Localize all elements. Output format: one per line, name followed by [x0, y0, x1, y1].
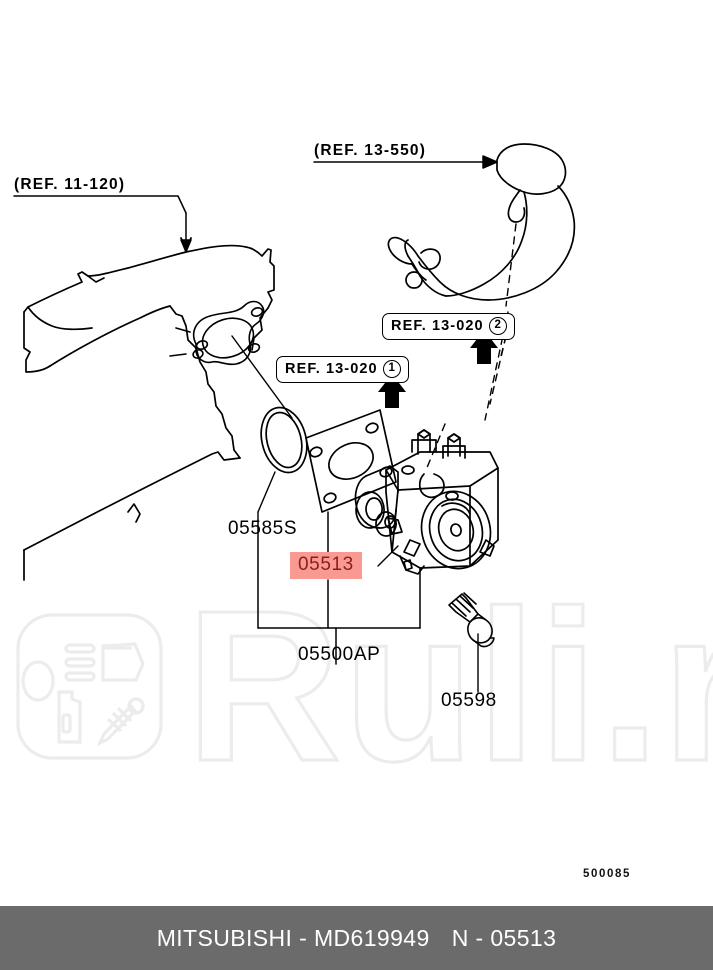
- o-ring-part: [260, 406, 308, 474]
- leader-flange-to-oring: [231, 335, 293, 419]
- footer-text: MITSUBISHI - MD619949 N - 05513: [157, 925, 557, 952]
- drawing-code: 500085: [583, 868, 631, 880]
- footer-group-code: N - 05513: [451, 924, 557, 951]
- leader-o-ring: [257, 471, 276, 521]
- ref-box-2-text: REF. 13-020: [391, 318, 484, 334]
- ref-label-11-120: (REF. 11-120): [14, 176, 126, 193]
- flange-bolt: [448, 592, 495, 648]
- leader-05513: [377, 545, 399, 567]
- leader-ref-11-120: [13, 195, 192, 253]
- part-label-05585s[interactable]: 05585S: [228, 518, 298, 539]
- part-label-05500ap[interactable]: 05500AP: [298, 644, 381, 665]
- footer-brand-part: MITSUBISHI - MD619949: [156, 924, 430, 951]
- svg-text:Ruli.ru: Ruli.ru: [186, 565, 713, 806]
- ref-arrow-13-020-1: [378, 374, 406, 408]
- water-hose-assembly: [387, 143, 576, 301]
- footer-bar: MITSUBISHI - MD619949 N - 05513: [0, 906, 713, 970]
- watermark-text: Ruli.ru: [184, 563, 713, 807]
- ref-box-1-text: REF. 13-020: [285, 361, 378, 377]
- engine-mounting-flange: [169, 300, 265, 366]
- water-pump-body: [354, 429, 499, 575]
- ref-box-13-020-2[interactable]: REF. 13-020 2: [382, 313, 515, 340]
- assembly-bracket: [257, 519, 421, 665]
- ref-arrow-13-020-2: [470, 330, 498, 364]
- leader-ref-13-550: [313, 155, 498, 169]
- ref-label-13-550: (REF. 13-550): [314, 142, 427, 159]
- watermark-logo-icon: [16, 613, 163, 760]
- ref-box-13-020-1[interactable]: REF. 13-020 1: [276, 356, 409, 383]
- ref-box-1-circled-number: 1: [382, 360, 401, 378]
- part-label-05513-highlighted[interactable]: 05513: [290, 552, 362, 579]
- part-label-05598[interactable]: 05598: [441, 690, 497, 711]
- ref-box-2-circled-number: 2: [488, 317, 507, 335]
- gasket-plate: [305, 409, 397, 513]
